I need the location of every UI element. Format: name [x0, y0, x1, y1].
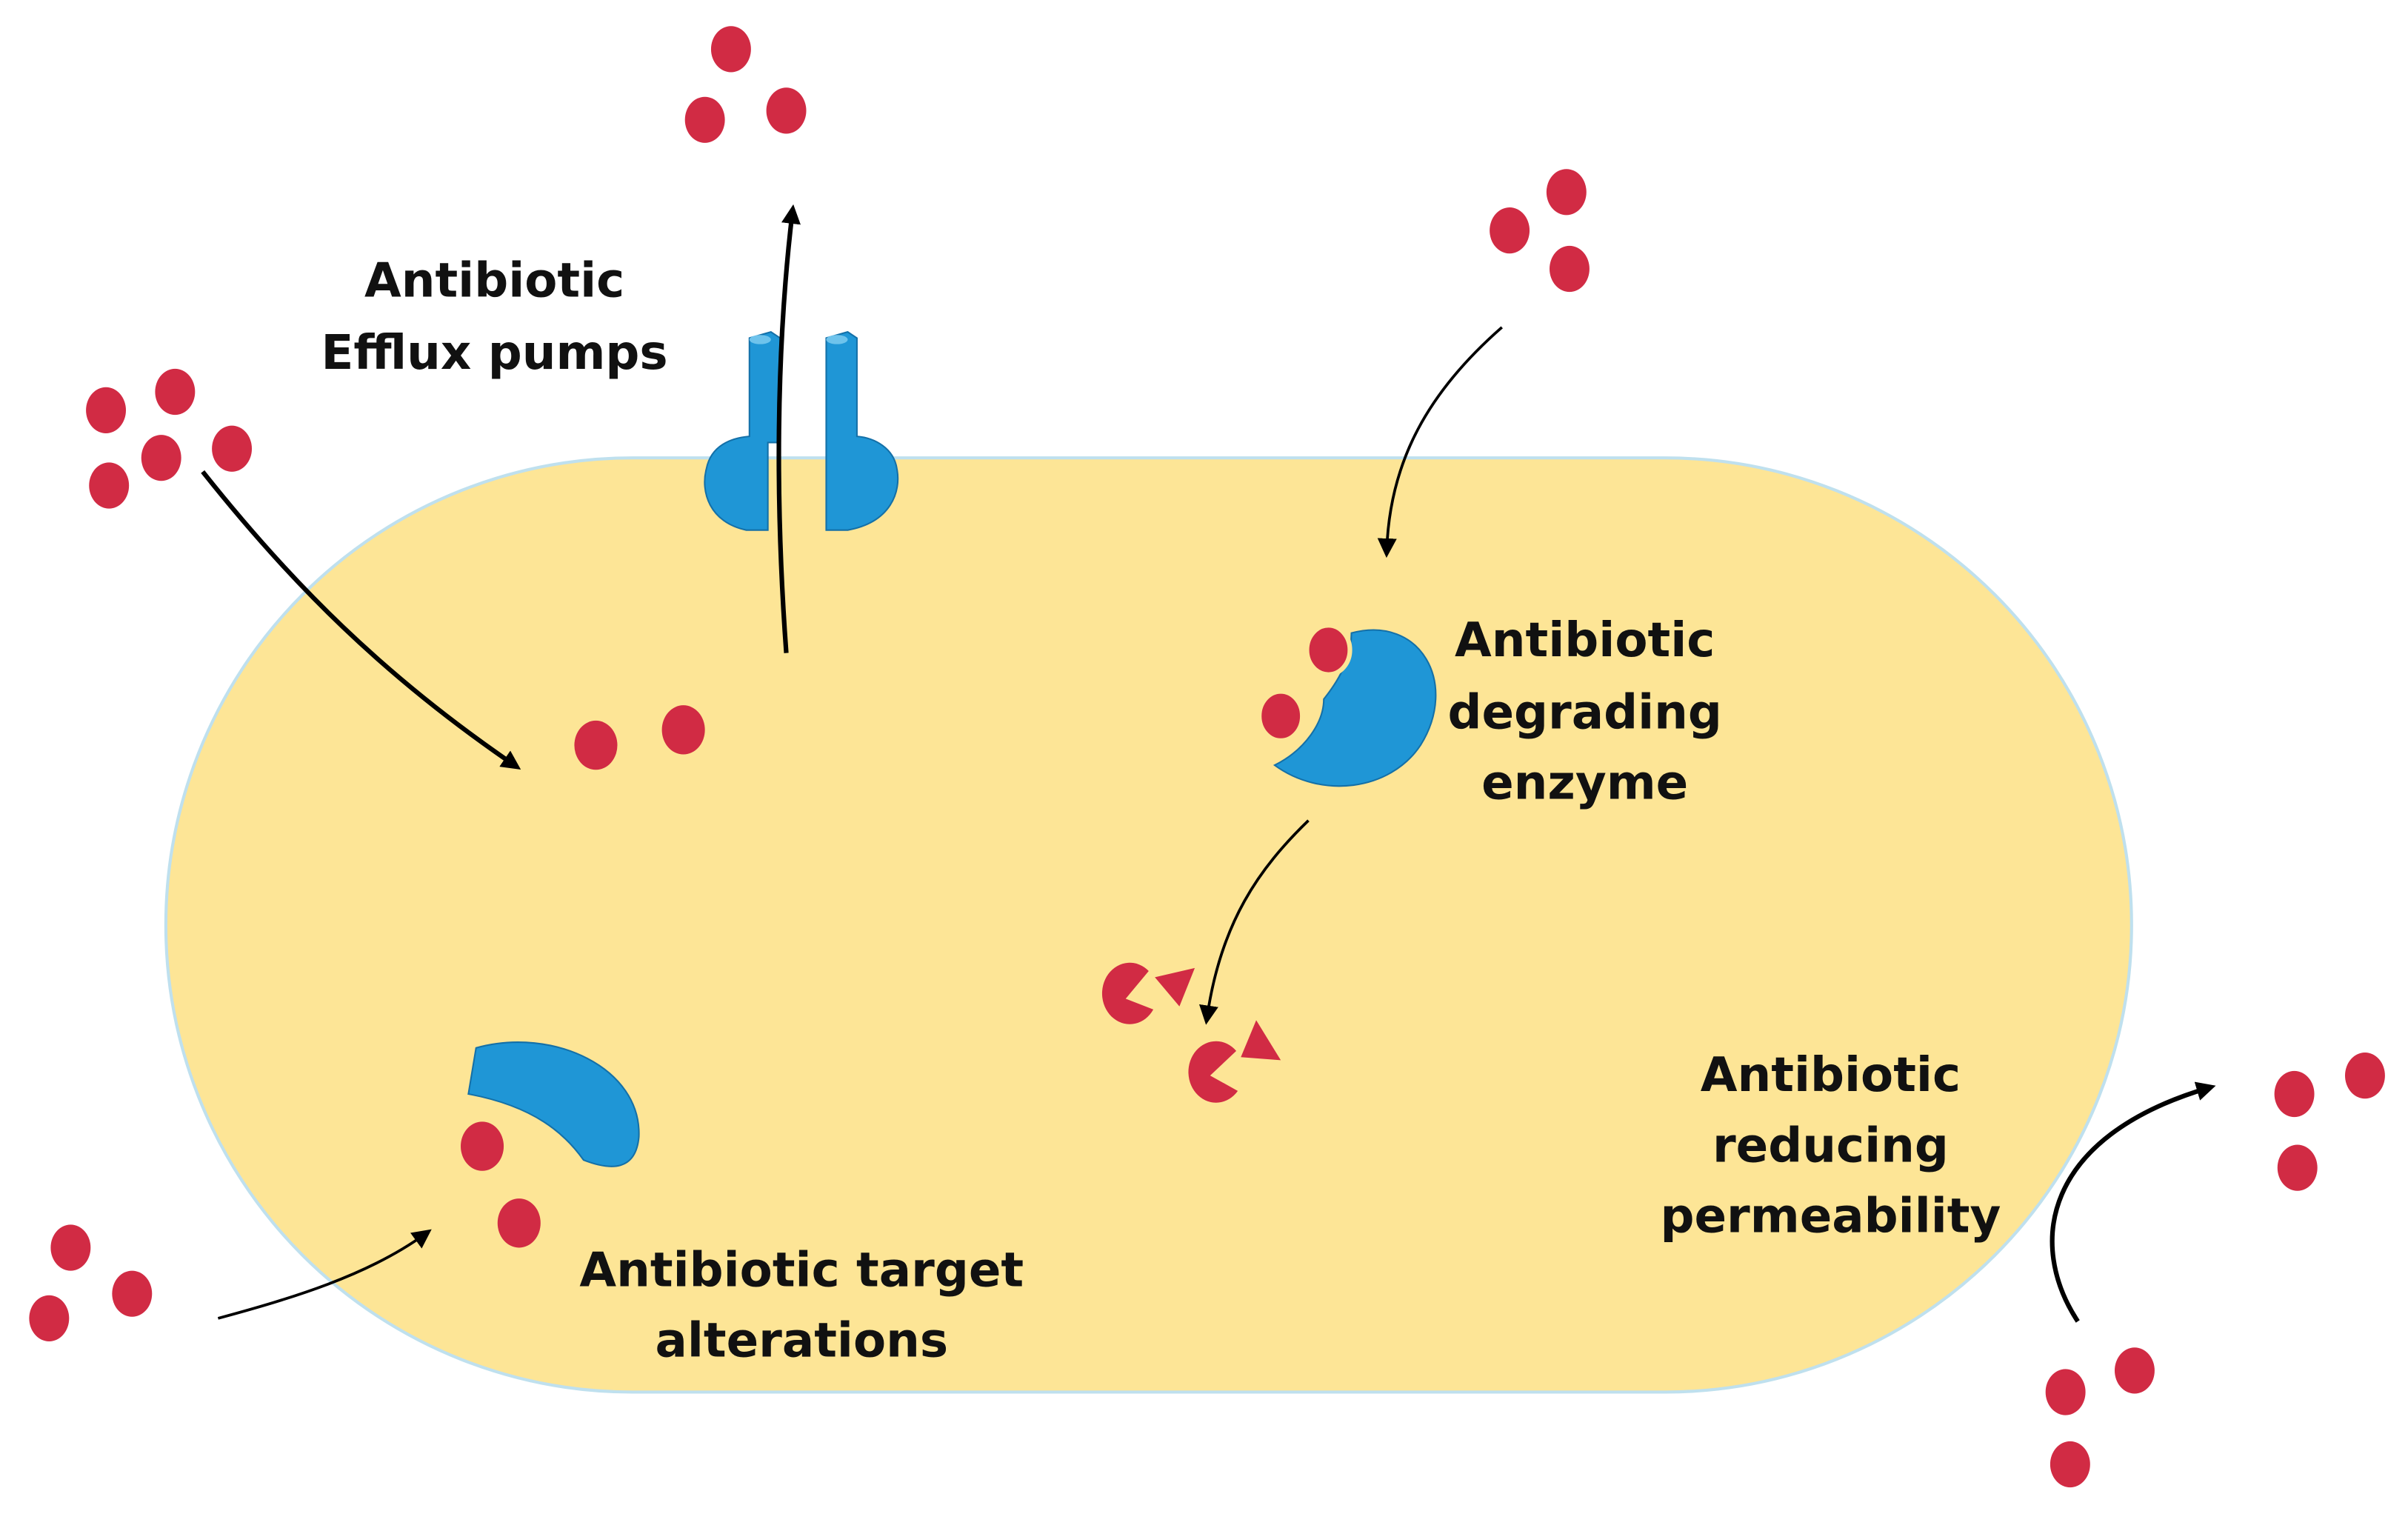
permeability-arrow [2050, 1081, 2216, 1323]
enzyme-entry-arrow [1377, 326, 1503, 558]
mechanism-labels: Antibiotic Efflux pumps Antibiotic degra… [321, 253, 2001, 1368]
antibiotic-molecule [1546, 169, 1587, 216]
altered-target-icon [467, 1041, 640, 1167]
degradation-arrow [1198, 819, 1310, 1025]
antibiotic-molecule [155, 368, 196, 416]
efflux-arrow [776, 204, 801, 653]
antibiotic-molecule [50, 1224, 91, 1271]
efflux-pump-icon [704, 330, 899, 531]
antibiotic-molecule [86, 387, 127, 433]
permeability-label-line1: Antibiotic [1701, 1047, 1961, 1103]
antibiotic-molecule [1304, 623, 1353, 677]
antibiotic-molecule [89, 462, 130, 509]
antibiotic-molecule [2045, 1369, 2086, 1415]
efflux-label-line1: Antibiotic [364, 253, 624, 308]
antibiotic-molecule [141, 435, 181, 481]
antibiotic-molecule [112, 1270, 153, 1317]
antibiotic-molecule [710, 26, 751, 73]
antibiotic-molecule [29, 1295, 70, 1341]
antibiotic-molecule [766, 87, 807, 134]
antibiotic-molecule [1257, 689, 1305, 743]
efflux-label-line2: Efflux pumps [321, 325, 668, 381]
degraded-antibiotic-fragment-icon [1101, 962, 1281, 1103]
target-label-line2: alterations [655, 1313, 948, 1369]
degrading-enzyme-icon [1273, 629, 1437, 787]
antibiotic-molecule [497, 1198, 541, 1248]
antibiotic-molecule [574, 720, 618, 770]
entry-arrow [201, 470, 521, 770]
target-entry-arrow [217, 1229, 432, 1320]
bacterial-cell [164, 456, 2133, 1394]
antibiotic-molecule [684, 96, 725, 143]
antibiotic-molecule [661, 705, 705, 755]
degrading-label-line3: enzyme [1481, 756, 1688, 811]
target-label-line1: Antibiotic target [579, 1242, 1024, 1298]
antibiotic-molecule [461, 1121, 504, 1171]
antibiotic-molecule [1550, 245, 1590, 293]
degrading-label-line2: degrading [1447, 684, 1721, 740]
permeability-label-line3: permeability [1660, 1189, 2001, 1244]
antibiotic-molecule [212, 425, 253, 472]
antibiotic-molecule [2050, 1441, 2090, 1488]
antibiotic-molecule [2114, 1347, 2155, 1394]
antibiotic-molecule [2277, 1144, 2318, 1191]
permeability-label-line2: reducing [1712, 1118, 1949, 1173]
degrading-label-line1: Antibiotic [1455, 613, 1715, 668]
antibiotic-molecule [2344, 1052, 2385, 1099]
antibiotic-molecule [1490, 207, 1530, 254]
antibiotic-molecule [2274, 1070, 2315, 1118]
antibiotic-molecules [29, 26, 2385, 1488]
arrows [201, 204, 2216, 1323]
